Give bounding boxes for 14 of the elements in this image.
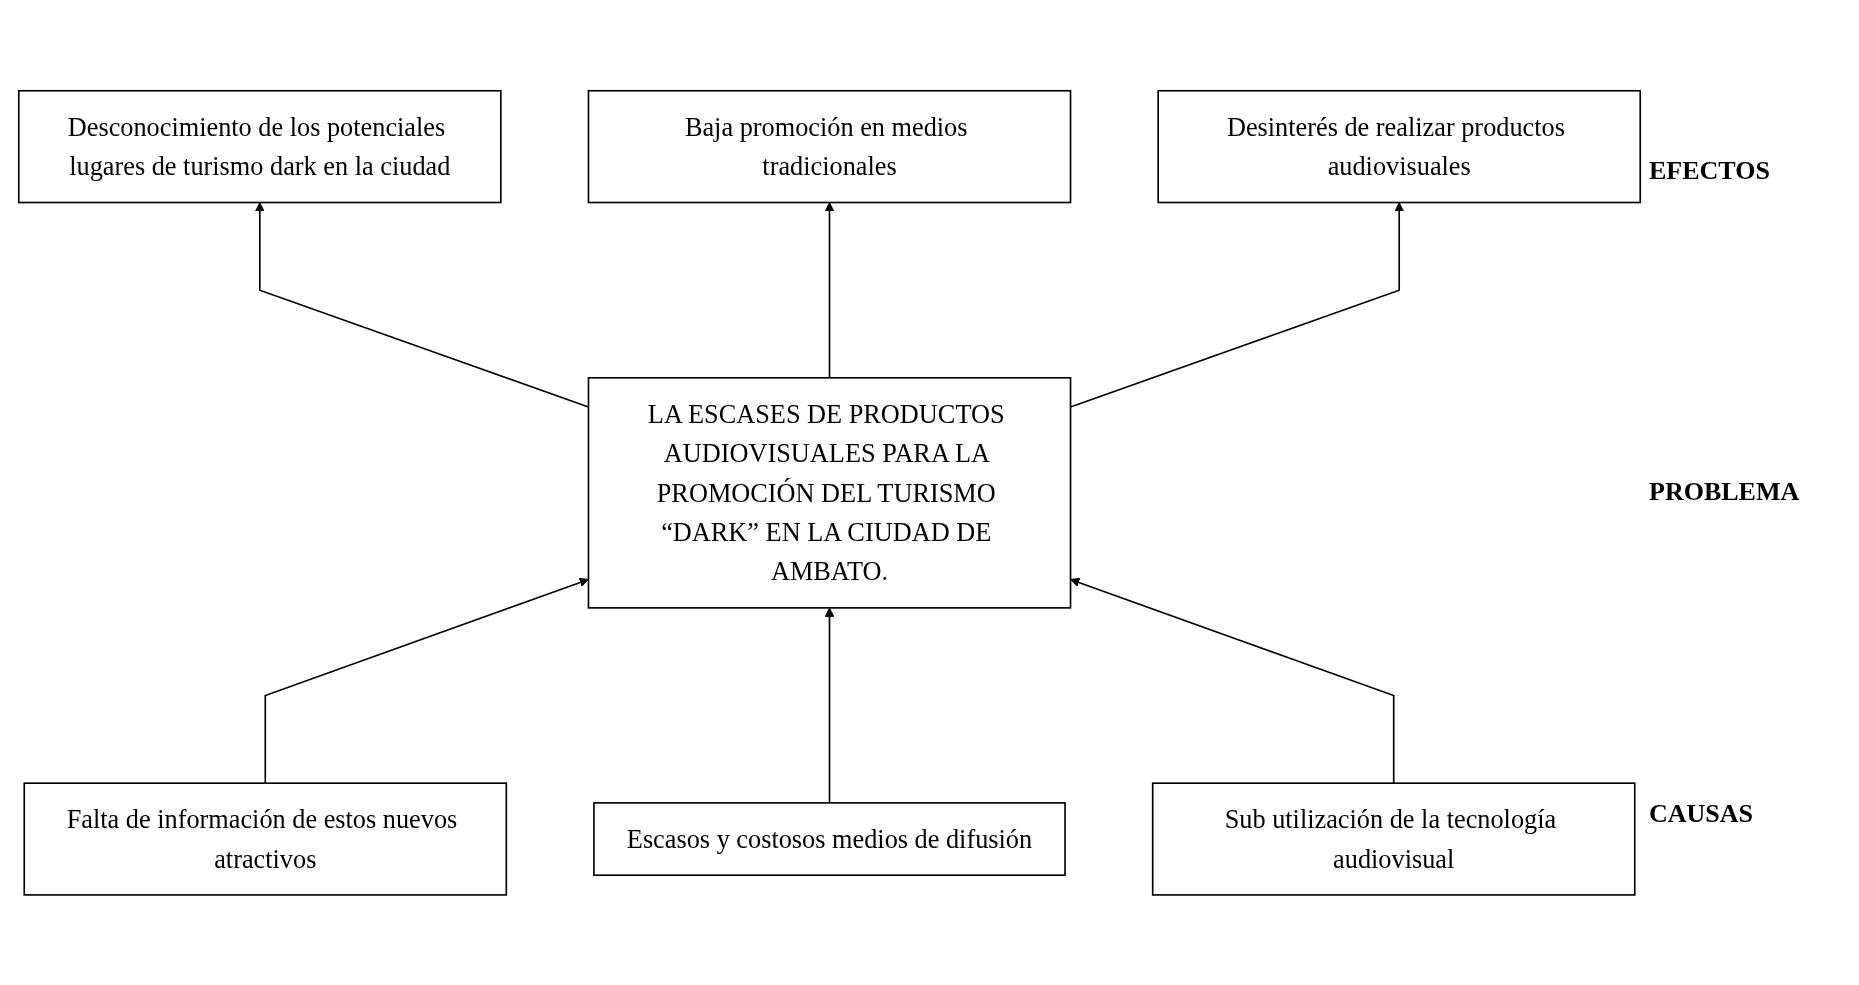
arrow [824, 607, 835, 804]
node-box: Desconocimiento de los potenciales lugares de turismo dark en la ciudad [17, 89, 502, 203]
section-heading: CAUSAS [1649, 799, 1755, 830]
node-box: Desinterés de realizar productos audiovisuales [1157, 89, 1642, 203]
section-heading: EFECTOS [1649, 155, 1771, 186]
node-box: Baja promoción en medios tradicionales [587, 89, 1072, 203]
arrow [1070, 577, 1395, 784]
node-box: LA ESCASES DE PRODUCTOS AUDIOVISUALES PARA LA PROMOCIÓN DEL TURISMO “DARK” EN LA CIUDAD DE AMBATO. [587, 376, 1072, 609]
node-box: Sub utilización de la tecnología audiovisual [1151, 782, 1636, 896]
section-heading: PROBLEMA [1649, 477, 1801, 508]
arrow [264, 577, 589, 784]
node-box: Falta de información de estos nuevos atractivos [23, 782, 508, 896]
node-box: Escasos y costosos medios de difusión [593, 801, 1066, 876]
arrow [824, 201, 835, 379]
